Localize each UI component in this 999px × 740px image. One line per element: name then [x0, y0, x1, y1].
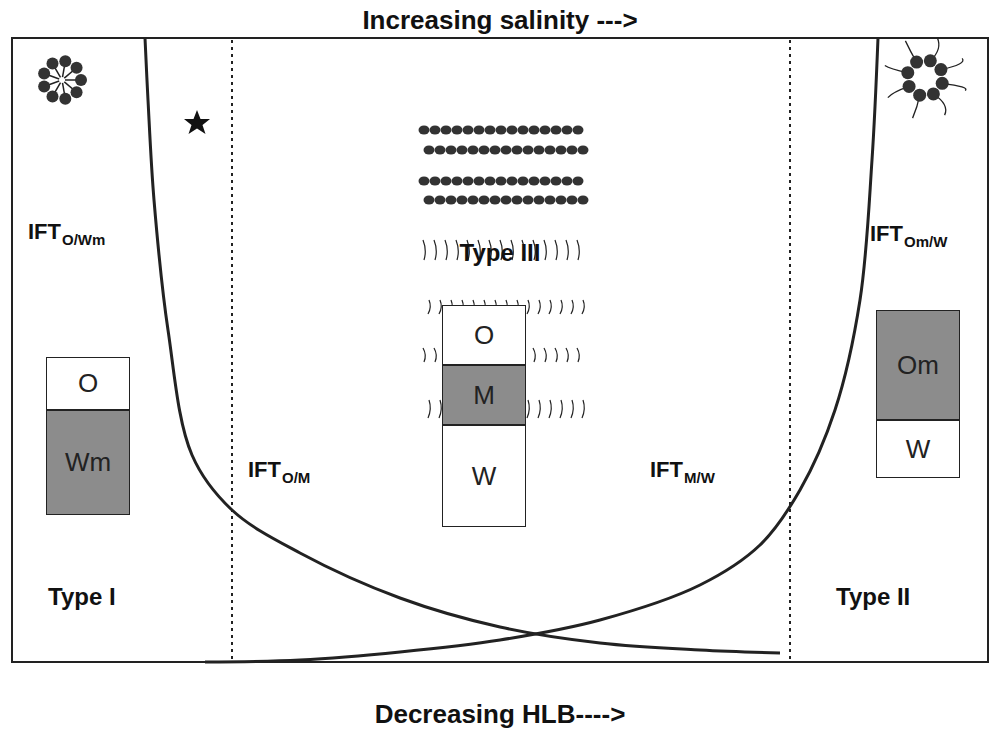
ift-subscript: O/Wm	[62, 232, 105, 249]
phase-name: Om	[897, 351, 939, 380]
phase-box: W	[876, 420, 960, 478]
type-boundary	[789, 40, 791, 660]
type-label: Type III	[460, 240, 541, 266]
phase-box: W	[442, 425, 526, 527]
ift-label: IFT	[28, 220, 61, 244]
phase-box: O	[442, 305, 526, 365]
micelle-icon	[38, 55, 87, 104]
star-marker	[184, 110, 210, 134]
plot-frame	[12, 38, 988, 662]
phase-name: O	[78, 369, 98, 398]
phase-box: O	[46, 357, 130, 410]
ift-subscript: Om/W	[904, 234, 947, 251]
ift-subscript: O/M	[282, 470, 310, 487]
phase-box: Wm	[46, 410, 130, 515]
type-label: Type I	[48, 584, 116, 610]
axis-label: Decreasing HLB---->	[375, 700, 626, 729]
reverse-micelle-icon	[885, 38, 966, 118]
ift-curve	[145, 38, 780, 653]
axis-label: Increasing salinity --->	[362, 6, 637, 35]
phase-box: Om	[876, 310, 960, 420]
phase-name: O	[474, 321, 494, 350]
phase-name: M	[473, 381, 495, 410]
ift-label: IFT	[870, 222, 903, 246]
phase-name: Wm	[65, 448, 111, 477]
type-boundary	[231, 40, 233, 660]
phase-name: W	[906, 435, 931, 464]
ift-label: IFT	[248, 458, 281, 482]
ift-subscript: M/W	[684, 470, 715, 487]
phase-name: W	[472, 462, 497, 491]
ift-curve	[205, 38, 878, 662]
phase-box: M	[442, 365, 526, 425]
ift-label: IFT	[650, 458, 683, 482]
type-label: Type II	[836, 584, 910, 610]
